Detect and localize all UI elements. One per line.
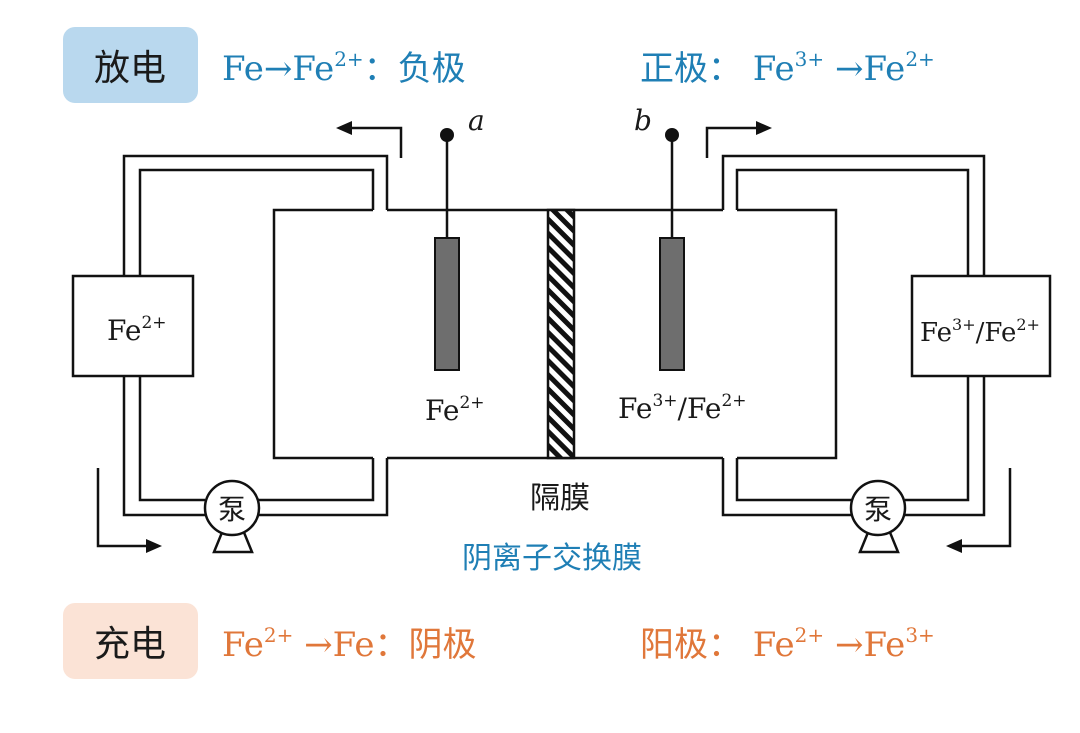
- left-piping: [122, 154, 389, 517]
- left-pump-label: 泵: [218, 493, 246, 526]
- membrane: [546, 208, 576, 460]
- flow-arrow-bottom-right: [946, 468, 1012, 553]
- charge-left-sup: 2+: [264, 623, 293, 647]
- discharge-right-mid: →Fe: [824, 49, 905, 89]
- right-pump: 泵: [849, 479, 907, 554]
- right-tank-mid: /Fe: [976, 318, 1017, 348]
- discharge-left-suffix: ：负极: [364, 49, 466, 89]
- right-cell-mid: /Fe: [678, 392, 722, 425]
- electrode-b-plate: [659, 237, 685, 371]
- charge-cathode-reaction: Fe2+ →Fe：阴极: [222, 623, 477, 665]
- discharge-tag: 放电: [94, 48, 166, 89]
- right-tank-sup2: 2+: [1016, 315, 1040, 334]
- charge-right-sup1: 2+: [795, 623, 824, 647]
- electrode-a-plate: [434, 237, 460, 371]
- right-cell-sup1: 3+: [652, 391, 677, 411]
- left-pump: 泵: [203, 479, 261, 554]
- right-tank-sup1: 3+: [952, 315, 976, 334]
- discharge-positive-reaction: 正极： Fe3+ →Fe2+: [640, 47, 935, 89]
- flow-arrow-bottom-left: [96, 468, 162, 553]
- discharge-left-sup: 2+: [334, 47, 363, 71]
- charge-right-mid: →Fe: [824, 625, 905, 665]
- charge-right-prefix: 阳极： Fe: [640, 625, 795, 665]
- flow-arrow-top-right: [705, 121, 772, 158]
- discharge-tag-bg: [63, 27, 198, 103]
- right-piping: [721, 154, 986, 517]
- electrode-a-label: a: [468, 104, 485, 137]
- right-tank-base1: Fe: [920, 318, 952, 348]
- charge-tag: 充电: [94, 624, 166, 665]
- discharge-right-prefix: 正极： Fe: [640, 49, 795, 89]
- charge-left-prefix: Fe: [222, 625, 264, 665]
- discharge-negative-reaction: Fe→Fe2+：负极: [222, 47, 466, 89]
- left-cell-sup: 2+: [459, 393, 484, 413]
- discharge-right-sup1: 3+: [795, 47, 824, 71]
- membrane-note: 阴离子交换膜: [462, 541, 642, 576]
- left-tank-label: Fe2+: [107, 313, 167, 347]
- charge-anode-reaction: 阳极： Fe2+ →Fe3+: [640, 623, 935, 665]
- right-tank: [910, 274, 1052, 378]
- right-tank-label: Fe3+/Fe2+: [920, 315, 1040, 348]
- left-tank-sup: 2+: [141, 313, 166, 333]
- right-cell-base1: Fe: [618, 392, 652, 425]
- electrode-b-wire: [665, 128, 679, 238]
- left-cell-base: Fe: [425, 394, 459, 427]
- charge-right-sup2: 3+: [905, 623, 934, 647]
- electrode-a-wire: [440, 128, 454, 238]
- discharge-left-prefix: Fe→Fe: [222, 49, 334, 89]
- flow-arrow-top-left: [336, 121, 403, 158]
- right-cell-label: Fe3+/Fe2+: [618, 391, 747, 425]
- right-pump-label: 泵: [864, 493, 892, 526]
- membrane-label: 隔膜: [530, 481, 590, 516]
- electrode-b-label: b: [634, 104, 652, 137]
- left-cell-label: Fe2+: [425, 393, 485, 427]
- right-cell-sup2: 2+: [721, 391, 746, 411]
- left-tank: [71, 274, 195, 378]
- charge-left-suffix: →Fe：阴极: [293, 625, 476, 665]
- discharge-right-sup2: 2+: [905, 47, 934, 71]
- left-tank-base: Fe: [107, 314, 141, 347]
- charge-tag-bg: [63, 603, 198, 679]
